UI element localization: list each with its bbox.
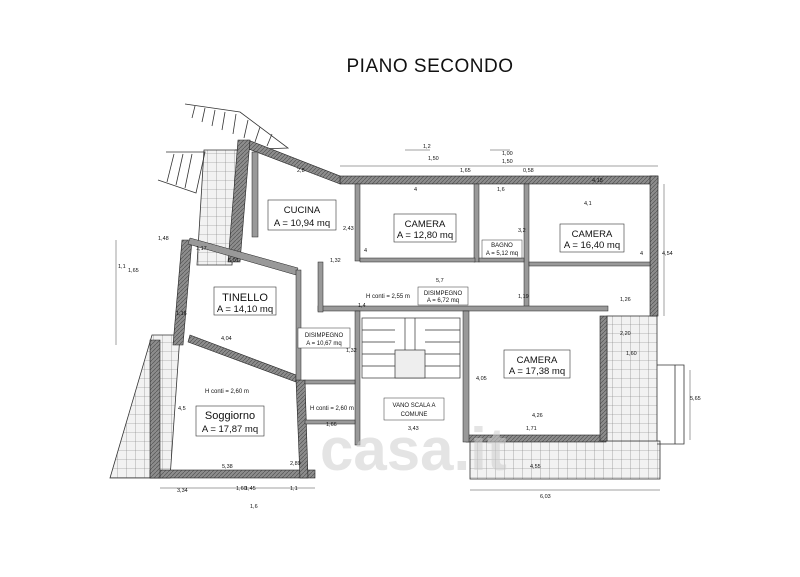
room-name-tinello: TINELLO [222, 292, 268, 304]
dim-label: 4,04 [221, 336, 232, 342]
dim-label: 2,43 [343, 226, 354, 232]
dim-label: 1,6 [497, 187, 505, 193]
dim-label: 1,19 [518, 294, 529, 300]
dim-label: 6,03 [540, 494, 551, 500]
room-area-bagno: A = 5,12 mq [486, 251, 518, 257]
room-name-disimpegno2: DISIMPEGNO [424, 291, 463, 297]
plan-title: PIANO SECONDO [346, 56, 514, 77]
dim-label: 0,58 [523, 168, 534, 174]
dim-label: 5,38 [222, 464, 233, 470]
room-area-disimpegno2: A = 6,72 mq [427, 298, 459, 304]
vano-scala-line2: COMUNE [401, 412, 428, 418]
room-labels: CUCINA A = 10,94 mq CAMERA A = 12,80 mq … [195, 199, 625, 437]
dim-label: 1,65 [128, 268, 139, 274]
right-railing [657, 364, 685, 445]
room-area-tinello: A = 14,10 mq [217, 304, 273, 315]
terrace-left-lower [109, 334, 181, 479]
terraces [109, 149, 661, 480]
room-area-disimpegno1: A = 10,67 mq [306, 341, 342, 347]
dim-label: 3,2 [518, 228, 526, 234]
dim-label: 2,8 [297, 168, 305, 174]
dim-label: 4,54 [662, 251, 673, 257]
room-area-camera1: A = 12,80 mq [397, 230, 453, 241]
dim-label: 1,16 [176, 311, 187, 317]
dim-label: 1,66 [326, 422, 337, 428]
dim-label: 4 [364, 248, 367, 254]
dim-label: 4,55 [530, 464, 541, 470]
dim-label: 1,50 [428, 156, 439, 162]
height-note-2: H conti = 2,60 m [205, 389, 249, 395]
dim-label: 1,17 [196, 246, 207, 252]
terrace-bottom [469, 440, 661, 480]
room-name-bagno: BAGNO [491, 243, 513, 249]
dim-label: 3,43 [408, 426, 419, 432]
dim-label: 1,60 [236, 486, 247, 492]
dim-label: 4 [414, 187, 417, 193]
room-name-camera2: CAMERA [572, 229, 613, 240]
height-notes: H conti = 2,55 m H conti = 2,60 m H cont… [205, 294, 410, 412]
dim-label: 1,2 [423, 144, 431, 150]
dim-label: 1,6 [250, 504, 258, 510]
room-area-camera2: A = 16,40 mq [564, 240, 620, 251]
dim-label: 3,34 [177, 488, 188, 494]
terrace-left-upper [196, 149, 239, 266]
dim-label: 2,20 [620, 331, 631, 337]
dim-label: 1,1 [290, 486, 298, 492]
room-name-camera1: CAMERA [405, 219, 446, 230]
dim-label: 4 [640, 251, 643, 257]
height-note-1: H conti = 2,55 m [366, 294, 410, 300]
stairwell [361, 317, 461, 379]
dim-label: 1,65 [460, 168, 471, 174]
dim-label: 5,65 [690, 396, 701, 402]
dim-label: 6,01 [228, 258, 239, 264]
interior-walls [187, 151, 651, 446]
dim-label: 1,32 [346, 348, 357, 354]
vano-scala-line1: VANO SCALA A [393, 403, 436, 409]
dim-label: 1,50 [502, 159, 513, 165]
dim-label: 1,45 [245, 486, 256, 492]
room-name-cucina: CUCINA [284, 205, 321, 216]
dim-label: 1,00 [502, 151, 513, 157]
dim-label: 2,89 [290, 461, 301, 467]
dim-label: 1,71 [526, 426, 537, 432]
exterior-walls [149, 139, 659, 479]
dimension-labels: 1,2 1,50 1,65 1,00 1,50 0,58 4 1,6 4,18 … [118, 144, 701, 510]
dim-label: 1,48 [158, 236, 169, 242]
room-name-disimpegno1: DISIMPEGNO [305, 333, 344, 339]
dim-label: 4,1 [584, 201, 592, 207]
room-name-camera3: CAMERA [517, 355, 558, 366]
room-area-soggiorno: A = 17,87 mq [202, 424, 258, 435]
dim-label: 1,60 [626, 351, 637, 357]
height-note-3: H conti = 2,60 m [310, 406, 354, 412]
dim-label: 1,26 [620, 297, 631, 303]
dim-label: 4,18 [592, 178, 603, 184]
dim-label: 4,26 [532, 413, 543, 419]
room-name-soggiorno: Soggiorno [205, 410, 255, 422]
dim-label: 1,1 [118, 264, 126, 270]
dim-label: 1,32 [330, 258, 341, 264]
room-area-cucina: A = 10,94 mq [274, 218, 330, 229]
dim-label: 4,5 [178, 406, 186, 412]
watermark: casa.it [320, 416, 507, 483]
dim-label: 5,7 [436, 278, 444, 284]
dimension-lines [115, 149, 691, 491]
room-area-camera3: A = 17,38 mq [509, 366, 565, 377]
dim-label: 1,4 [358, 303, 366, 309]
dim-label: 4,05 [476, 376, 487, 382]
